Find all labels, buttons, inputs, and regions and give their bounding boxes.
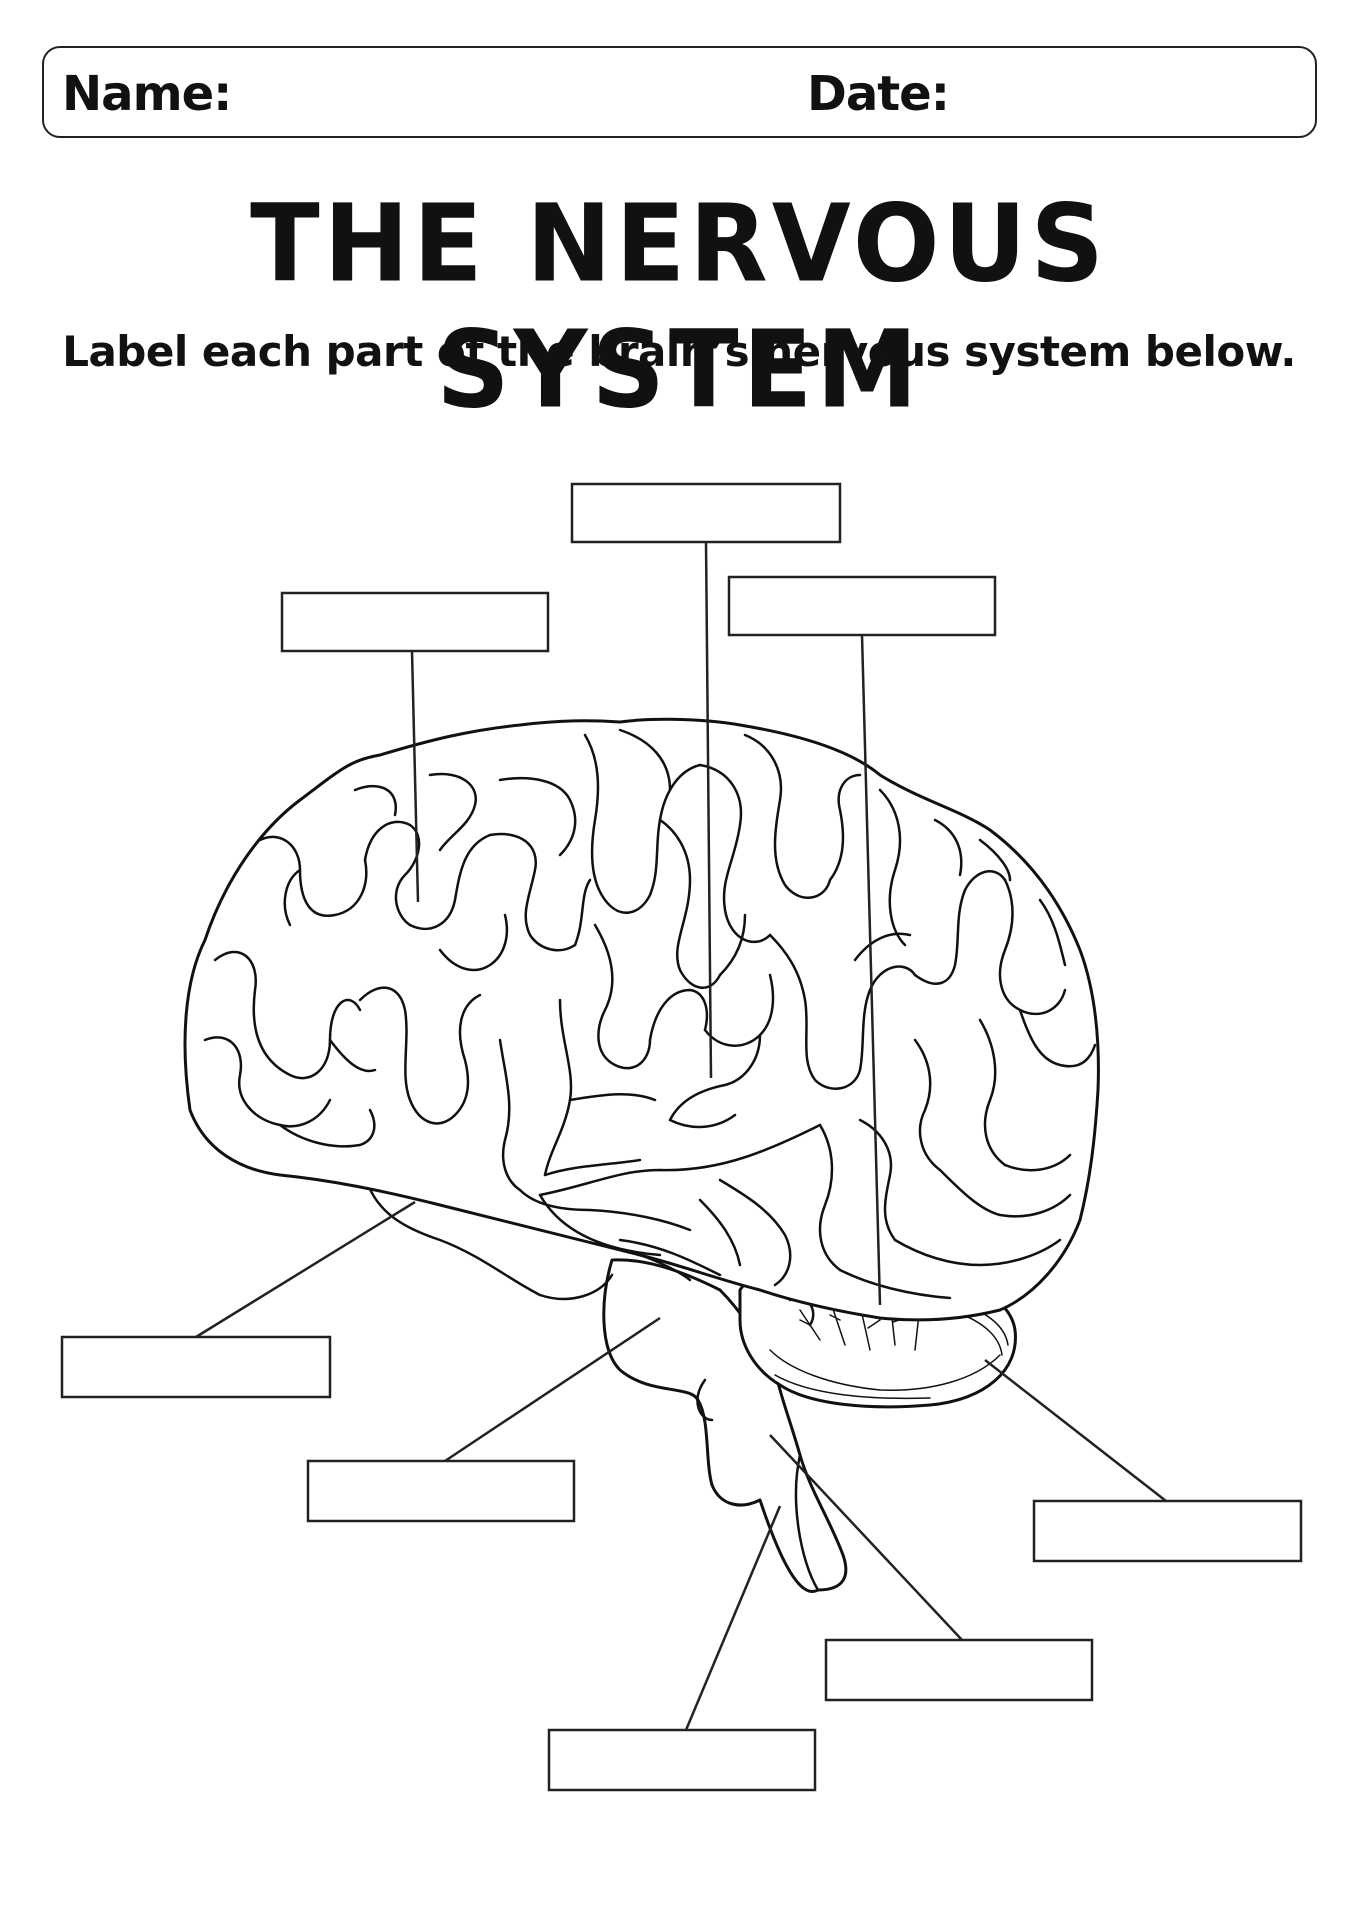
worksheet-instruction: Label each part of the brain’s nervous s… [62, 327, 1296, 376]
cerebrum [183, 717, 1100, 1322]
worksheet-title: THE NERVOUS SYSTEM [250, 182, 1108, 433]
answer-box-middle-left[interactable] [306, 1459, 576, 1523]
leader-line-bottom-right [769, 1434, 963, 1641]
leader-line-top-right [860, 634, 882, 1306]
date-label: Date: [807, 66, 950, 122]
answer-box-left-lower[interactable] [60, 1335, 332, 1399]
leader-line-middle-left [444, 1316, 661, 1463]
leader-line-bottom-center [684, 1505, 782, 1731]
answer-box-top-center[interactable] [570, 482, 842, 544]
leader-line-top-center [704, 541, 713, 1079]
leader-line-left-lower [195, 1200, 416, 1339]
answer-box-top-right[interactable] [727, 575, 997, 637]
answer-box-bottom-center[interactable] [547, 1728, 817, 1792]
answer-box-bottom-right[interactable] [824, 1638, 1094, 1702]
name-label: Name: [62, 66, 232, 122]
name-date-box: Name: Date: [42, 46, 1317, 138]
answer-box-right-lower[interactable] [1032, 1499, 1303, 1563]
leader-line-right-lower [984, 1359, 1167, 1502]
answer-box-top-left[interactable] [280, 591, 550, 653]
leader-line-top-left [410, 650, 420, 903]
